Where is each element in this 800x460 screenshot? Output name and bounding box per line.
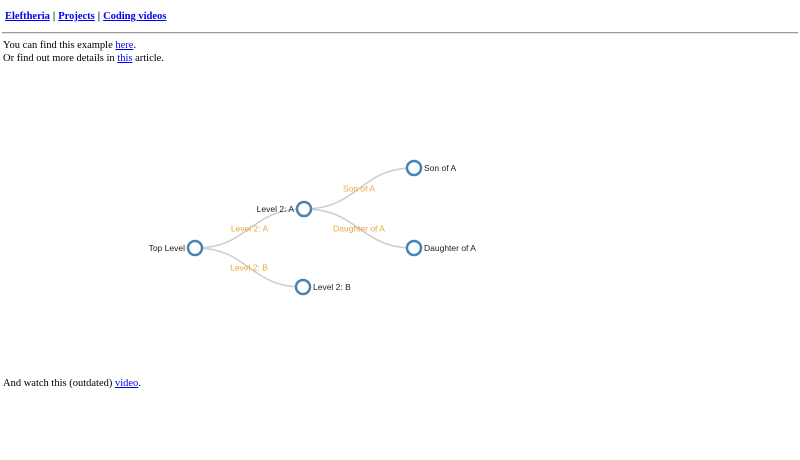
tree-node-l2a[interactable] <box>295 200 313 218</box>
tree-node-label-son: Son of A <box>424 163 456 173</box>
tree-node-label-l2a: Level 2: A <box>257 204 295 214</box>
nav-link-eleftheria[interactable]: Eleftheria <box>5 11 50 22</box>
tree-link-top-l2a <box>194 208 305 249</box>
tree-node-label-daughter: Daughter of A <box>424 243 476 253</box>
nav-separator: | <box>52 11 56 22</box>
intro-line-1: You can find this example here. <box>3 40 800 53</box>
tree-node-top[interactable] <box>186 239 204 257</box>
nav-link-projects[interactable]: Projects <box>58 11 95 22</box>
intro-line2-pre: Or find out more details in <box>3 52 118 64</box>
video-link[interactable]: video <box>114 378 139 389</box>
nav-link-coding-videos[interactable]: Coding videos <box>103 11 167 22</box>
article-link[interactable]: this <box>117 52 133 64</box>
tree-edge-label: Level 2: B <box>230 263 268 273</box>
intro-line-2: Or find out more details in this article… <box>3 53 800 66</box>
intro-line2-post: article. <box>132 52 164 64</box>
footer-post: . <box>138 378 141 389</box>
tree-edge-label: Level 2: A <box>231 224 269 234</box>
tree-node-label-top: Top Level <box>149 243 185 253</box>
tree-diagram: Level 2: A Level 2: B Son of A Daughter of … <box>149 159 476 296</box>
divider <box>2 32 798 34</box>
intro-line1-post: . <box>133 40 137 51</box>
tree-link-l2a-daughter <box>303 208 415 249</box>
tree-node-son[interactable] <box>405 159 423 177</box>
intro-text: You can find this example here. Or find … <box>3 40 800 65</box>
tree-link-l2a-son <box>303 167 415 210</box>
footer-text: And watch this (outdated) video. <box>3 377 141 390</box>
tree-link-top-l2b <box>194 247 304 288</box>
top-nav: Eleftheria|Projects|Coding videos <box>5 10 800 23</box>
nav-separator: | <box>97 11 101 22</box>
tree-node-label-l2b: Level 2: B <box>313 282 351 292</box>
tree-edge-label: Daughter of A <box>333 224 385 234</box>
footer-pre: And watch this (outdated) <box>3 378 115 389</box>
tree-node-daughter[interactable] <box>405 239 423 257</box>
example-link[interactable]: here <box>115 40 134 51</box>
tree-node-l2b[interactable] <box>294 278 312 296</box>
tree-edge-label: Son of A <box>343 184 375 194</box>
intro-line1-pre: You can find this example <box>3 40 116 51</box>
